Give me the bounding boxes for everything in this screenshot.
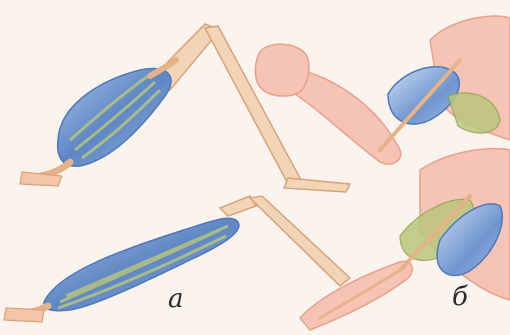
fist [255, 44, 309, 96]
panel-a-label: а [168, 284, 184, 314]
extended-arm [300, 149, 510, 330]
relaxed-hook-clip [4, 308, 44, 322]
foot-bone [284, 178, 350, 192]
relaxed-shin-bone [250, 196, 350, 286]
panel-b-label: б [452, 282, 468, 312]
forearm-flexed [292, 70, 401, 164]
flexed-arm [255, 16, 510, 164]
